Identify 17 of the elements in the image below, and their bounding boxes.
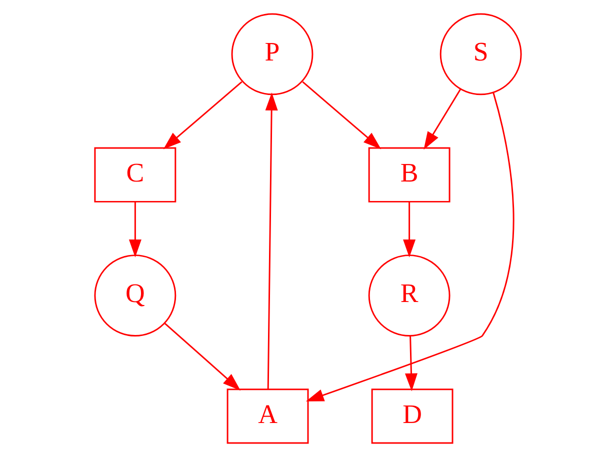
arrow — [423, 88, 461, 150]
arrow — [162, 81, 242, 150]
node-box: A — [226, 388, 308, 444]
arrow — [164, 322, 240, 391]
node-circle: Q — [94, 254, 176, 336]
arrow — [302, 81, 381, 150]
arrow — [128, 202, 141, 258]
node-circle: S — [439, 13, 522, 96]
node-box: C — [94, 147, 176, 202]
arrow — [404, 336, 417, 392]
arrow — [305, 92, 514, 402]
node-circle: R — [368, 254, 450, 336]
node-box: B — [368, 147, 450, 202]
node-circle: P — [230, 13, 313, 96]
node-box: D — [370, 388, 453, 444]
arrow — [402, 202, 416, 258]
arrow — [264, 92, 278, 390]
